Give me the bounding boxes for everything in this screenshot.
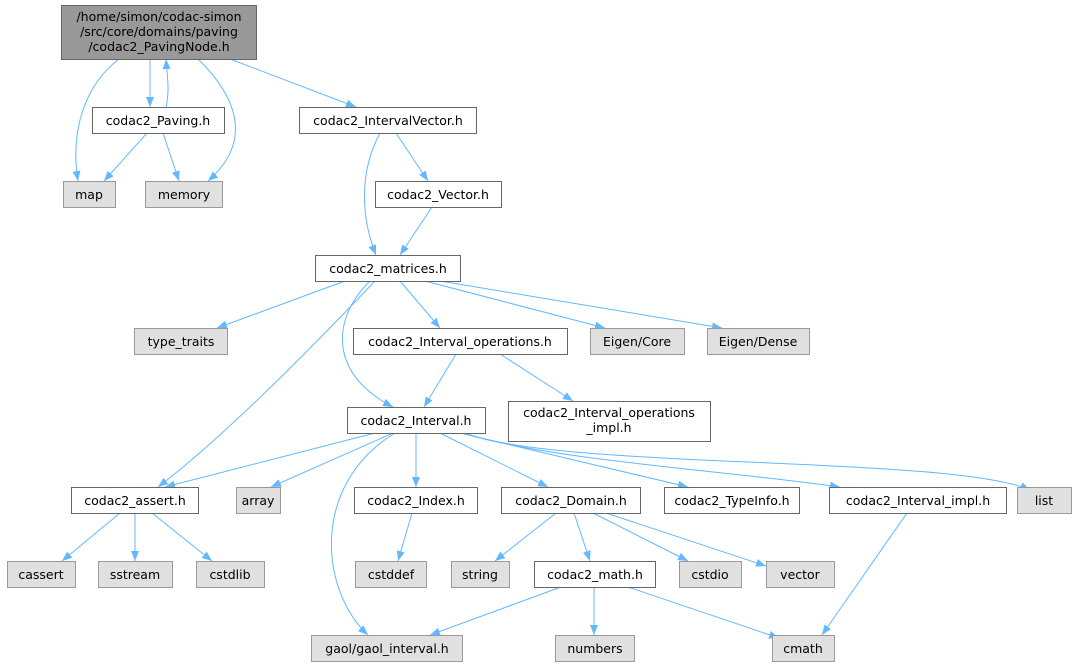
node-interval-impl[interactable]: codac2_Interval_impl.h bbox=[829, 487, 1007, 514]
edge-matrices-eigendense bbox=[439, 280, 723, 331]
node-label: gaol/gaol_interval.h bbox=[325, 641, 448, 656]
node-label: /home/simon/codac-simon bbox=[76, 9, 241, 24]
edge-paving-map bbox=[103, 132, 148, 182]
node-label: codac2_Domain.h bbox=[515, 493, 627, 508]
edge-interval-domain bbox=[439, 432, 549, 488]
node-list[interactable]: list bbox=[1017, 487, 1072, 514]
node-cstdio[interactable]: cstdio bbox=[679, 561, 742, 588]
edge-math-cmath bbox=[627, 586, 780, 639]
node-label: cstdio bbox=[691, 567, 728, 582]
node-label: list bbox=[1035, 493, 1053, 508]
node-typeinfo[interactable]: codac2_TypeInfo.h bbox=[664, 487, 800, 514]
node-label: codac2_IntervalVector.h bbox=[313, 113, 463, 128]
node-domain[interactable]: codac2_Domain.h bbox=[501, 487, 641, 514]
edge-interval-gaol bbox=[330, 432, 396, 636]
node-root-file[interactable]: /home/simon/codac-simon /src/core/domain… bbox=[61, 5, 257, 60]
edge-interval-array bbox=[270, 432, 394, 488]
edge-assert-cstdlib bbox=[151, 512, 213, 562]
edge-intervalimpl-cmath bbox=[821, 512, 908, 636]
edge-matrices-intervalops bbox=[399, 280, 441, 329]
node-cstdlib[interactable]: cstdlib bbox=[196, 561, 265, 588]
node-label: _impl.h bbox=[585, 420, 631, 435]
node-string[interactable]: string bbox=[451, 561, 510, 588]
node-label: codac2_Vector.h bbox=[387, 187, 489, 202]
node-type-traits[interactable]: type_traits bbox=[134, 328, 228, 355]
node-label: codac2_Interval_impl.h bbox=[846, 493, 990, 508]
edge-vector-matrices bbox=[399, 206, 433, 256]
edge-index-cstddef bbox=[396, 512, 413, 562]
node-cmath[interactable]: cmath bbox=[772, 635, 835, 662]
edge-domain-string bbox=[494, 512, 557, 562]
edge-paving-memory bbox=[162, 132, 180, 182]
node-label: codac2_Interval_operations.h bbox=[368, 334, 552, 349]
node-matrices[interactable]: codac2_matrices.h bbox=[315, 255, 461, 282]
node-vector[interactable]: vector bbox=[766, 561, 835, 588]
node-array[interactable]: array bbox=[236, 487, 281, 514]
node-label: cmath bbox=[783, 641, 823, 656]
node-label: /src/core/domains/paving bbox=[80, 24, 238, 39]
edge-intervalvector-vector bbox=[395, 132, 429, 182]
node-interval-operations-impl[interactable]: codac2_Interval_operations_impl.h bbox=[508, 401, 711, 442]
edge-interval-list bbox=[464, 432, 1031, 491]
edge-intervalvector-matrices bbox=[364, 132, 381, 256]
node-label: codac2_Interval.h bbox=[361, 413, 472, 428]
node-gaol-interval[interactable]: gaol/gaol_interval.h bbox=[311, 635, 463, 662]
node-label: type_traits bbox=[148, 334, 215, 349]
node-label: numbers bbox=[567, 641, 622, 656]
node-label: string bbox=[462, 567, 498, 582]
edge-matrices-eigencore bbox=[424, 280, 606, 330]
edge-domain-cstdio bbox=[592, 512, 689, 562]
node-label: codac2_TypeInfo.h bbox=[674, 493, 789, 508]
edge-root-intervalvector bbox=[229, 58, 357, 108]
edge-matrices-assert bbox=[157, 280, 376, 488]
node-label: Eigen/Core bbox=[603, 334, 671, 349]
edge-assert-cassert bbox=[61, 512, 121, 562]
node-cassert[interactable]: cassert bbox=[7, 561, 76, 588]
node-label: sstream bbox=[110, 567, 160, 582]
node-label: codac2_Paving.h bbox=[106, 113, 210, 128]
node-label: cassert bbox=[18, 567, 63, 582]
edge-interval-assert bbox=[164, 432, 376, 489]
edge-domain-vector bbox=[605, 512, 767, 567]
node-eigen-core[interactable]: Eigen/Core bbox=[590, 328, 685, 355]
node-numbers[interactable]: numbers bbox=[555, 635, 635, 662]
node-label: vector bbox=[780, 567, 821, 582]
node-vector-h[interactable]: codac2_Vector.h bbox=[375, 181, 502, 208]
node-label: codac2_matrices.h bbox=[329, 261, 447, 276]
edge-matrices-interval bbox=[341, 280, 394, 408]
node-intervalvector[interactable]: codac2_IntervalVector.h bbox=[299, 107, 477, 134]
edge-math-gaol bbox=[429, 586, 562, 636]
edge-root-memory bbox=[197, 58, 236, 182]
node-cstddef[interactable]: cstddef bbox=[355, 561, 427, 588]
node-sstream[interactable]: sstream bbox=[98, 561, 173, 588]
edge-intervalops-opsimpl bbox=[499, 353, 574, 402]
edge-domain-math bbox=[573, 512, 591, 562]
node-eigen-dense[interactable]: Eigen/Dense bbox=[707, 328, 810, 355]
node-label: cstddef bbox=[368, 567, 415, 582]
node-label: codac2_math.h bbox=[547, 567, 643, 582]
edge-matrices-typetraits bbox=[216, 280, 346, 329]
node-label: map bbox=[75, 187, 103, 202]
node-label: cstdlib bbox=[209, 567, 250, 582]
node-paving[interactable]: codac2_Paving.h bbox=[92, 107, 225, 134]
node-label: codac2_Interval_operations bbox=[523, 405, 695, 420]
edge-paving-root bbox=[162, 58, 171, 108]
node-label: memory bbox=[158, 187, 211, 202]
node-label: array bbox=[242, 493, 275, 508]
node-index[interactable]: codac2_Index.h bbox=[354, 487, 478, 514]
node-assert[interactable]: codac2_assert.h bbox=[71, 487, 199, 514]
node-label: codac2_assert.h bbox=[84, 493, 186, 508]
node-math[interactable]: codac2_math.h bbox=[534, 561, 656, 588]
edge-intervalops-interval bbox=[423, 353, 457, 408]
node-map[interactable]: map bbox=[63, 181, 116, 208]
node-label: codac2_Index.h bbox=[367, 493, 465, 508]
node-interval-operations[interactable]: codac2_Interval_operations.h bbox=[353, 328, 568, 355]
node-memory[interactable]: memory bbox=[145, 181, 223, 208]
node-label: Eigen/Dense bbox=[719, 334, 798, 349]
node-interval[interactable]: codac2_Interval.h bbox=[347, 407, 486, 434]
node-label: /codac2_PavingNode.h bbox=[88, 39, 229, 54]
edges bbox=[61, 58, 1031, 639]
edge-root-map bbox=[72, 58, 120, 182]
